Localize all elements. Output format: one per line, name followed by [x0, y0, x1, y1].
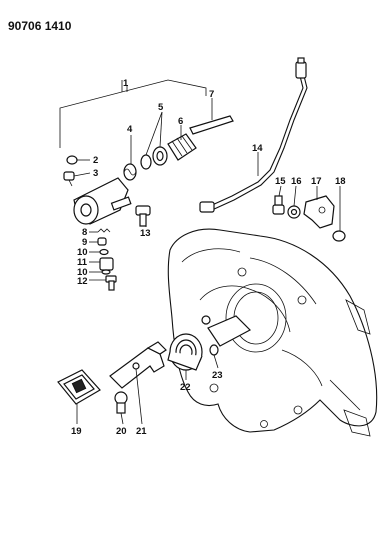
- slave-cylinder-body: [73, 177, 132, 225]
- callout-18: 18: [335, 176, 346, 187]
- callout-22: 22: [180, 382, 191, 393]
- release-bearing: [167, 333, 203, 371]
- callout-14: 14: [252, 143, 263, 154]
- callout-5: 5: [158, 102, 164, 113]
- callout-4: 4: [127, 124, 133, 135]
- diagram-code: 90706 1410: [8, 19, 72, 33]
- hose-bolt: [272, 195, 285, 215]
- leader-lines: [73, 86, 341, 425]
- push-rod: [189, 115, 234, 135]
- callout-23: 23: [212, 370, 223, 381]
- bleeder-screw: [63, 171, 75, 187]
- mounting-bolt: [135, 205, 151, 227]
- callout-12: 12: [77, 276, 88, 287]
- callout-8: 8: [82, 227, 87, 238]
- grommet: [287, 205, 301, 219]
- assembly-bracket: [59, 79, 207, 148]
- callout-15: 15: [275, 176, 286, 187]
- retaining-clip: [332, 230, 346, 242]
- callout-16: 16: [291, 176, 302, 187]
- callout-13: 13: [140, 228, 151, 239]
- seal-ring: [99, 248, 109, 256]
- boot: [167, 133, 197, 161]
- hose-fitting-top: [295, 61, 307, 79]
- seal-ring-lower: [101, 269, 111, 275]
- callout-6: 6: [178, 116, 183, 127]
- callout-10b: 10: [77, 267, 88, 278]
- hose-fitting-bottom: [199, 201, 215, 213]
- callout-labels: 1 2 3 4 5 6 7 8 9 10 11 10 12 13 14 15 1…: [71, 78, 346, 437]
- union-bolt: [105, 275, 117, 291]
- callout-7: 7: [209, 89, 214, 100]
- small-ball: [97, 237, 107, 246]
- callout-3: 3: [93, 168, 98, 179]
- callout-19: 19: [71, 426, 82, 437]
- transaxle-housing: [167, 228, 378, 437]
- callout-2: 2: [93, 155, 98, 166]
- shaft-guide: [201, 315, 251, 347]
- bleeder-cap: [66, 155, 78, 165]
- spring: [123, 163, 137, 181]
- clutch-hose-line: [199, 57, 308, 213]
- piston: [152, 146, 168, 166]
- callout-1: 1: [123, 78, 129, 89]
- release-fork: [109, 341, 167, 389]
- callout-10a: 10: [77, 247, 88, 258]
- callout-9: 9: [82, 237, 87, 248]
- fork-boot: [57, 369, 101, 405]
- callout-11: 11: [77, 257, 88, 268]
- piston-cup: [140, 154, 152, 170]
- hose-bracket: [303, 195, 335, 229]
- plunger: [99, 257, 114, 271]
- fork-pivot: [114, 391, 128, 414]
- callout-20: 20: [116, 426, 127, 437]
- small-spring: [97, 228, 111, 233]
- callout-21: 21: [136, 426, 147, 437]
- callout-17: 17: [311, 176, 322, 187]
- bearing-clip: [209, 344, 219, 356]
